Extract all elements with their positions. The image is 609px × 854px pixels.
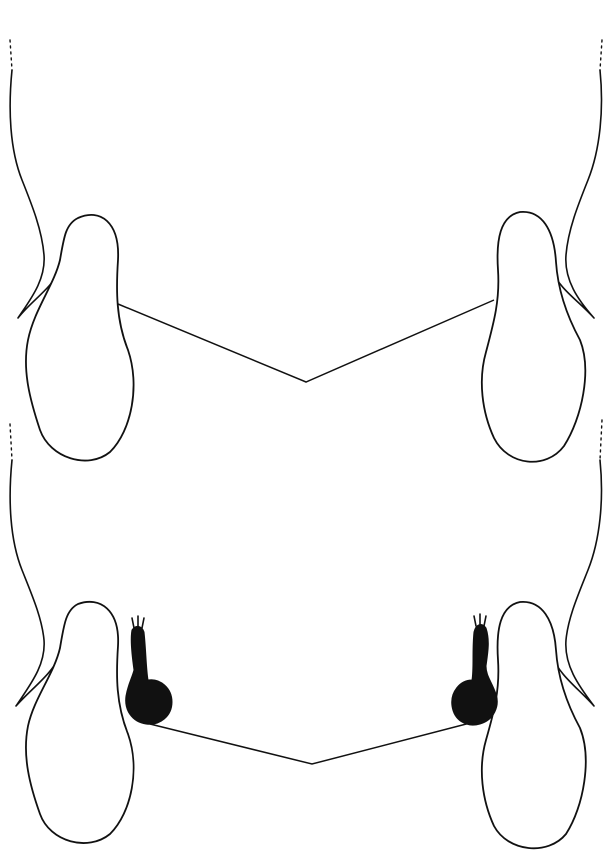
upper-right-hatched-blob	[482, 212, 585, 462]
lower-right-hatched-blob	[482, 602, 586, 848]
lower-panel	[10, 420, 602, 848]
lower-left-lesion-tail	[132, 616, 144, 628]
lower-right-dotted-edge	[600, 420, 602, 460]
lower-left-lesion	[126, 626, 172, 724]
lower-v-chord	[150, 722, 474, 764]
lower-left-hatched-blob	[26, 602, 134, 843]
lower-right-contour	[552, 460, 602, 706]
upper-left-dotted-edge	[10, 40, 12, 70]
upper-v-chord	[118, 300, 494, 382]
upper-panel	[10, 40, 602, 462]
upper-right-dotted-edge	[600, 40, 602, 70]
lower-right-lesion	[452, 625, 497, 726]
upper-right-contour	[552, 70, 602, 318]
upper-left-hatched-blob	[26, 215, 134, 461]
lower-right-lesion-tail	[474, 614, 486, 626]
lower-left-dotted-edge	[10, 424, 12, 460]
